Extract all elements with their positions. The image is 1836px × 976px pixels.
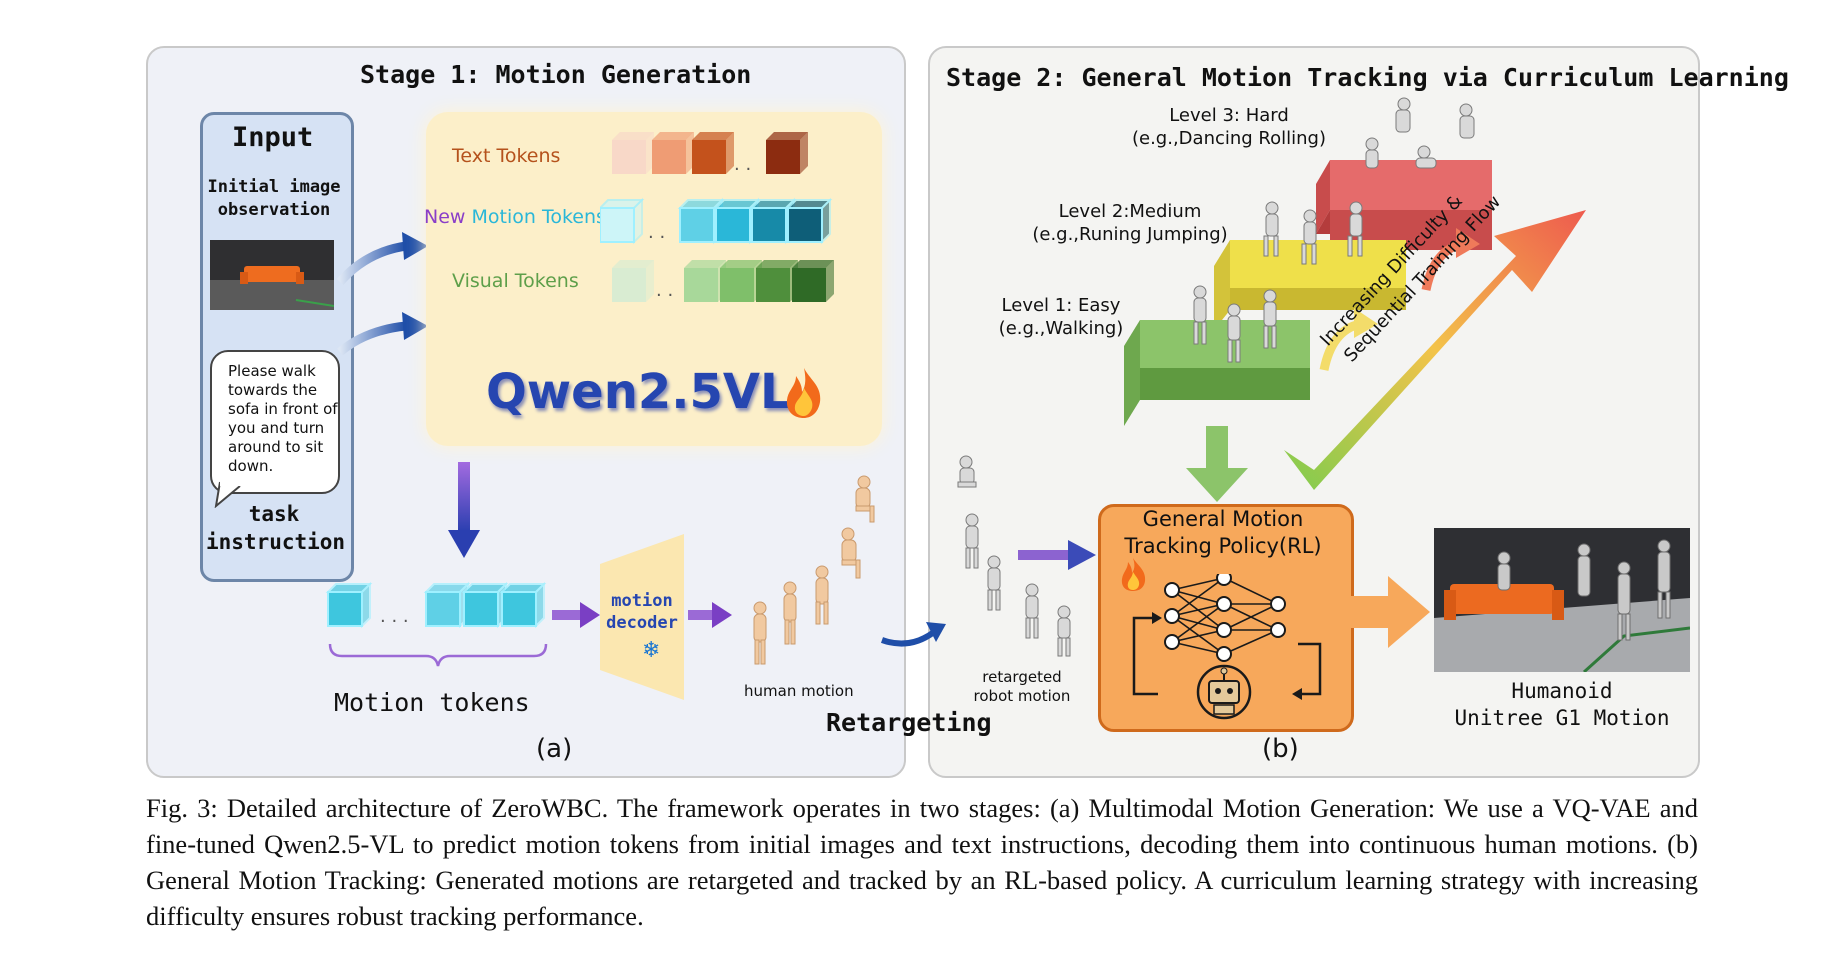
human-motion-figures <box>753 475 875 665</box>
policy-fire-icon <box>1121 558 1146 591</box>
retargeting-label: Retargeting <box>826 708 992 737</box>
input-arrows <box>336 232 428 356</box>
motion-tokens-word: Motion Tokens <box>471 206 606 228</box>
input-title: Input <box>232 122 314 153</box>
retargeting-arrow <box>880 622 946 647</box>
token-cubes: . . . . . . <box>600 132 834 302</box>
humanoid-photo <box>1434 528 1690 672</box>
output-motion-tokens: . . . <box>327 583 548 667</box>
human-motion-label: human motion <box>744 682 854 700</box>
retargeted-robots <box>957 455 1071 657</box>
model-name: Qwen2.5VL <box>486 364 791 420</box>
policy-to-humanoid-arrow <box>1346 576 1430 648</box>
svg-text:. .: . . <box>648 222 665 243</box>
neural-network-icon <box>1132 574 1322 700</box>
input-box <box>200 112 354 582</box>
motion-tokens-caption: Motion tokens <box>334 688 530 717</box>
robot-face-icon <box>1196 664 1252 720</box>
policy-label: General Motion Tracking Policy(RL) <box>1124 507 1322 558</box>
llm-down-arrow <box>448 462 480 558</box>
bubble-tail <box>214 478 248 508</box>
stage2-title: Stage 2: General Motion Tracking via Cur… <box>946 63 1789 92</box>
instruction-bubble <box>210 350 340 494</box>
to-human-arrow <box>688 602 732 628</box>
levels-to-policy-arrow <box>1186 426 1248 502</box>
new-word: New <box>424 206 466 228</box>
difficulty-arrow <box>1284 210 1586 490</box>
to-decoder-arrow <box>552 602 600 628</box>
visual-tokens-label: Visual Tokens <box>452 270 579 292</box>
svg-text:. . .: . . . <box>380 606 409 627</box>
decoder-label: motion decoder <box>606 591 678 633</box>
fire-icon <box>786 368 821 418</box>
panel-b-label: (b) <box>1262 734 1299 764</box>
figure-caption: Fig. 3: Detailed architecture of ZeroWBC… <box>146 793 1698 931</box>
stage1-title: Stage 1: Motion Generation <box>360 60 752 89</box>
level1-label: Level 1: Easy (e.g.,Walking) <box>998 295 1124 339</box>
motion-tokens-label-row: New Motion Tokens <box>424 206 606 228</box>
image-observation-label: Initial image observation <box>207 177 341 220</box>
snowflake-icon: ❄ <box>642 638 661 663</box>
level-robots <box>1193 97 1475 363</box>
level3-label: Level 3: Hard (e.g.,Dancing Rolling) <box>1131 105 1326 149</box>
to-policy-arrow <box>1018 540 1096 570</box>
humanoid-label: Humanoid Unitree G1 Motion <box>1454 679 1670 730</box>
svg-text:. .: . . <box>656 280 673 301</box>
text-tokens-label: Text Tokens <box>452 145 561 167</box>
panel-a-label: (a) <box>536 734 573 764</box>
task-instruction-label: task instruction <box>206 502 346 554</box>
motion-decoder <box>600 534 684 700</box>
level2-label: Level 2:Medium (e.g.,Runing Jumping) <box>1032 201 1228 245</box>
retargeted-label: retargeted robot motion <box>973 668 1071 705</box>
step-up-arrow-1 <box>1319 308 1378 371</box>
step-up-arrow-2 <box>1421 228 1480 291</box>
initial-image-photo <box>210 240 334 310</box>
svg-text:. .: . . <box>734 154 751 175</box>
instruction-text: Please walk towards the sofa in front of… <box>228 362 338 475</box>
